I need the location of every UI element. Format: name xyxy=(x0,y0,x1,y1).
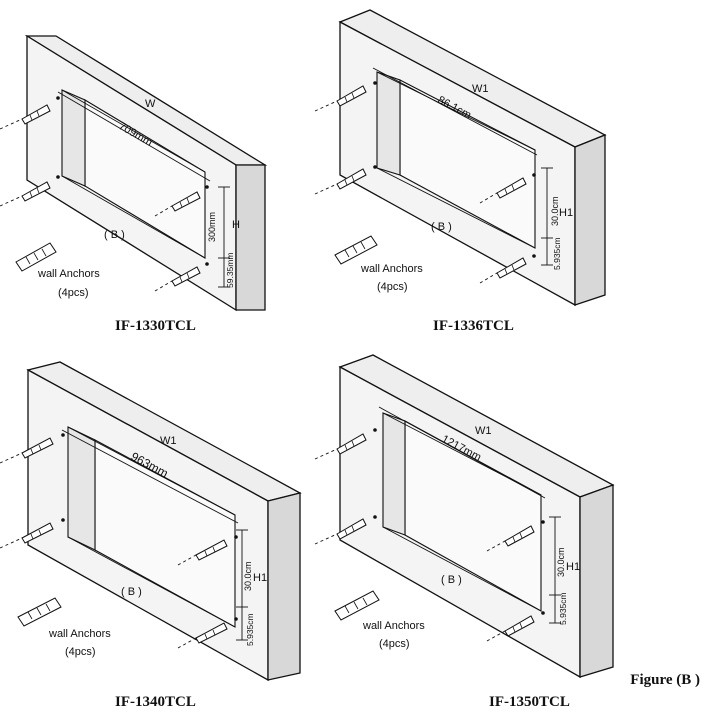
offset-value: 5.935cm xyxy=(552,237,562,270)
anchors-count: (4pcs) xyxy=(65,646,96,658)
wall-drawing: W1 86.1cm 30.0cm H1 5.935cm ( B ) wall A… xyxy=(314,9,607,307)
anchor-bottom-right xyxy=(486,611,545,642)
opening-label: ( B ) xyxy=(121,586,142,598)
anchor-top-right xyxy=(479,173,536,204)
offset-value: 5.935cm xyxy=(558,592,568,625)
panel-if-1330tcl: W 709mm 300mm H 59.35mm ( B ) wall Ancho… xyxy=(0,0,356,345)
anchor-bottom-left xyxy=(314,515,377,545)
anchors-label: wall Anchors xyxy=(360,263,423,275)
panel-if-1340tcl: W1 963mm 30.0cm H1 5.935cm ( B ) wall An… xyxy=(0,355,356,727)
height-value: 30.0cm xyxy=(243,561,253,591)
loose-wall-anchor-icon xyxy=(15,242,57,272)
anchor-bottom-left xyxy=(0,175,60,207)
width-label: W1 xyxy=(160,435,177,447)
loose-wall-anchor-icon xyxy=(17,597,62,627)
offset-value: 59.35mm xyxy=(225,253,235,288)
width-label: W1 xyxy=(475,425,492,437)
height-label: H1 xyxy=(253,572,267,584)
anchor-top-right xyxy=(154,185,209,217)
anchor-top-right xyxy=(486,520,545,552)
figure-label: Figure (B ) xyxy=(630,672,700,688)
width-label: W xyxy=(145,98,156,110)
loose-wall-anchor-icon xyxy=(334,235,378,265)
anchor-top-left xyxy=(314,81,377,112)
anchor-top-left xyxy=(0,433,65,464)
offset-value: 5.935cm xyxy=(245,613,255,646)
height-value: 30.0cm xyxy=(550,196,560,226)
opening-label: ( B ) xyxy=(431,221,452,233)
model-caption: IF-1336TCL xyxy=(433,318,514,334)
anchor-bottom-right xyxy=(177,617,238,649)
anchor-bottom-right xyxy=(479,254,536,284)
anchor-top-left xyxy=(0,96,60,130)
loose-wall-anchor-icon xyxy=(334,590,380,621)
height-value: 30.0cm xyxy=(556,547,566,577)
opening-label: ( B ) xyxy=(441,574,462,586)
model-caption: IF-1350TCL xyxy=(489,694,570,710)
anchors-label: wall Anchors xyxy=(362,620,425,632)
wall-drawing: W 709mm 300mm H 59.35mm ( B ) wall Ancho… xyxy=(0,34,268,312)
panel-if-1350tcl: W1 1217mm 30.0cm H1 5.935cm ( B ) wall A… xyxy=(314,354,712,727)
panel-if-1336tcl: W1 86.1cm 30.0cm H1 5.935cm ( B ) wall A… xyxy=(314,0,712,345)
anchors-label: wall Anchors xyxy=(48,628,111,640)
wall-drawing: W1 1217mm 30.0cm H1 5.935cm ( B ) wall A… xyxy=(314,354,615,679)
anchors-count: (4pcs) xyxy=(377,281,408,293)
height-label: H xyxy=(232,219,240,231)
height-label: H1 xyxy=(559,207,573,219)
model-caption: IF-1340TCL xyxy=(115,694,196,710)
anchor-bottom-left xyxy=(0,518,65,549)
anchor-top-left xyxy=(314,428,377,460)
height-value: 300mm xyxy=(207,212,217,242)
anchor-bottom-left xyxy=(314,165,377,195)
anchors-label: wall Anchors xyxy=(37,268,100,280)
anchors-count: (4pcs) xyxy=(379,638,410,650)
anchor-top-right xyxy=(177,535,238,566)
width-label: W1 xyxy=(472,83,489,95)
anchor-bottom-right xyxy=(154,262,209,292)
model-caption: IF-1330TCL xyxy=(115,318,196,334)
opening-label: ( B ) xyxy=(104,229,125,241)
wall-drawing: W1 963mm 30.0cm H1 5.935cm ( B ) wall An… xyxy=(0,361,302,682)
height-label: H1 xyxy=(566,561,580,573)
anchors-count: (4pcs) xyxy=(58,287,89,299)
